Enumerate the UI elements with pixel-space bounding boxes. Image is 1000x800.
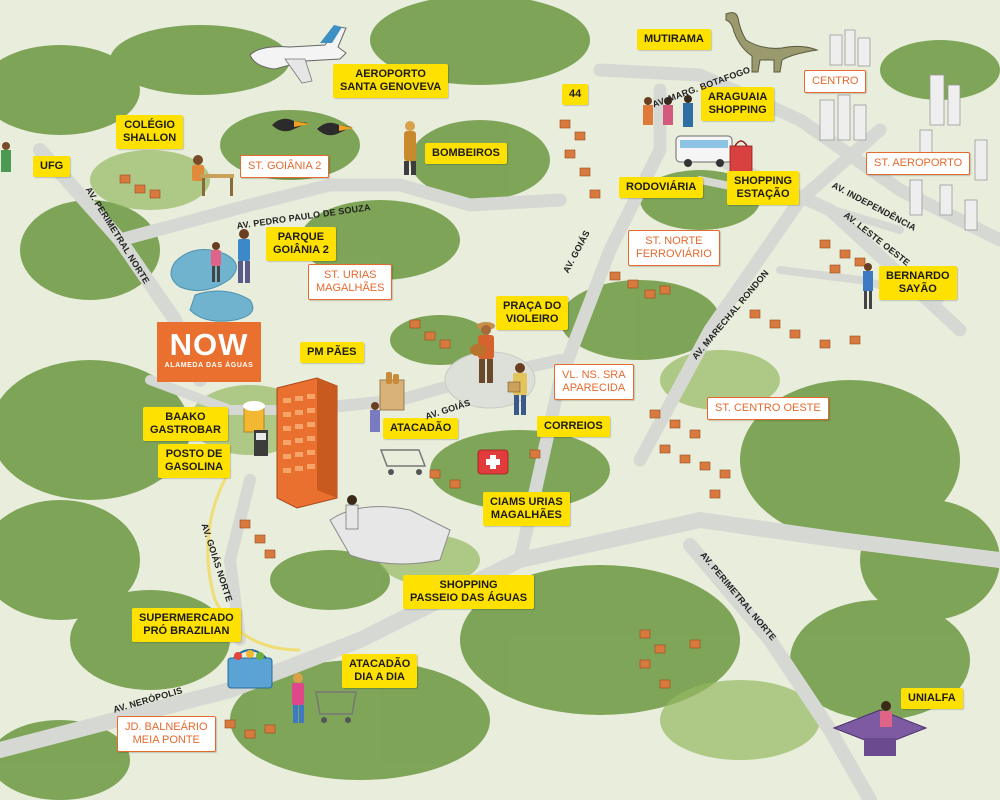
poi-label-rodoviaria: RODOVIÁRIA <box>619 177 704 198</box>
district-label-st-norte-ferroviario: ST. NORTE FERROVIÁRIO <box>628 230 720 266</box>
district-label-jd-balneario: JD. BALNEÁRIO MEIA PONTE <box>117 716 216 752</box>
poi-label-baako-gastrobar: BAAKO GASTROBAR <box>143 407 228 441</box>
district-label-vl-ns-sra: VL. NS. SRA APARECIDA <box>554 364 634 400</box>
district-label-st-aeroporto: ST. AEROPORTO <box>866 152 971 175</box>
poi-label-colegio-shallon: COLÉGIO SHALLON <box>116 115 184 149</box>
district-label-st-centro-oeste: ST. CENTRO OESTE <box>707 397 829 420</box>
now-alameda-sign: NOW ALAMEDA DAS ÁGUAS <box>157 322 261 382</box>
person-icon <box>1 142 11 172</box>
firefighter-icon <box>404 121 416 175</box>
poi-label-unialfa: UNIALFA <box>901 688 963 709</box>
dinosaur-icon <box>725 12 819 73</box>
poi-label-bombeiros: BOMBEIROS <box>425 143 507 164</box>
poi-label-shopping-estacao: SHOPPING ESTAÇÃO <box>727 171 800 205</box>
guitar-player-icon <box>470 322 495 383</box>
district-label-st-urias: ST. URIAS MAGALHÃES <box>308 264 393 300</box>
bus-icon <box>675 135 733 167</box>
bread-bag-icon <box>379 372 405 411</box>
shopping-cart-woman-icon <box>292 673 357 723</box>
mall-building <box>329 495 451 565</box>
poi-label-ciams-urias: CIAMS URIAS MAGALHÃES <box>483 492 570 526</box>
family-icon <box>211 229 250 283</box>
toucan-icon <box>272 118 354 136</box>
now-logo-title: NOW <box>169 327 249 362</box>
poi-label-atacadao-dia-a-dia: ATACADÃO DIA A DIA <box>342 654 418 688</box>
poi-label-parque-goiania-2: PARQUE GOIÂNIA 2 <box>266 227 336 261</box>
poi-label-aeroporto: AEROPORTO SANTA GENOVEVA <box>333 64 449 98</box>
district-label-centro: CENTRO <box>804 70 867 93</box>
shoppers-icon <box>643 95 693 127</box>
poi-label-supermercado: SUPERMERCADO PRÓ BRAZILIAN <box>132 608 241 642</box>
poi-label-posto-gasolina: POSTO DE GASOLINA <box>158 444 231 478</box>
gas-pump-icon <box>254 430 268 456</box>
poi-label-44: 44 <box>562 84 589 105</box>
beer-icon <box>243 401 265 433</box>
student-desk-icon <box>192 155 234 196</box>
houses <box>119 119 866 739</box>
now-logo-subtitle: ALAMEDA DAS ÁGUAS <box>164 362 254 369</box>
shopping-bag-icon <box>729 140 753 173</box>
poi-label-correios: CORREIOS <box>537 416 610 437</box>
poi-label-shopping-passeio: SHOPPING PASSEIO DAS ÁGUAS <box>403 575 535 609</box>
poi-label-atacadao: ATACADÃO <box>383 418 459 439</box>
shopping-cart-icon <box>370 402 427 475</box>
now-building <box>276 377 338 509</box>
poi-label-praca-violeiro: PRAÇA DO VIOLEIRO <box>496 296 569 330</box>
person-reading-icon <box>863 263 873 309</box>
poi-label-araguaia-shopping: ARAGUAIA SHOPPING <box>701 87 775 121</box>
poi-label-ufg: UFG <box>33 156 71 177</box>
airplane-icon <box>249 25 347 84</box>
mail-carrier-icon <box>507 363 527 415</box>
graduation-cap-icon <box>832 701 928 756</box>
first-aid-kit-icon <box>477 449 509 475</box>
poi-label-bernardo-sayao: BERNARDO SAYÃO <box>879 266 957 300</box>
poi-label-mutirama: MUTIRAMA <box>637 29 711 50</box>
grocery-basket-icon <box>227 649 273 689</box>
district-label-st-goiania-2: ST. GOIÂNIA 2 <box>240 155 330 178</box>
poi-label-pm-paes: PM PÃES <box>300 342 364 363</box>
